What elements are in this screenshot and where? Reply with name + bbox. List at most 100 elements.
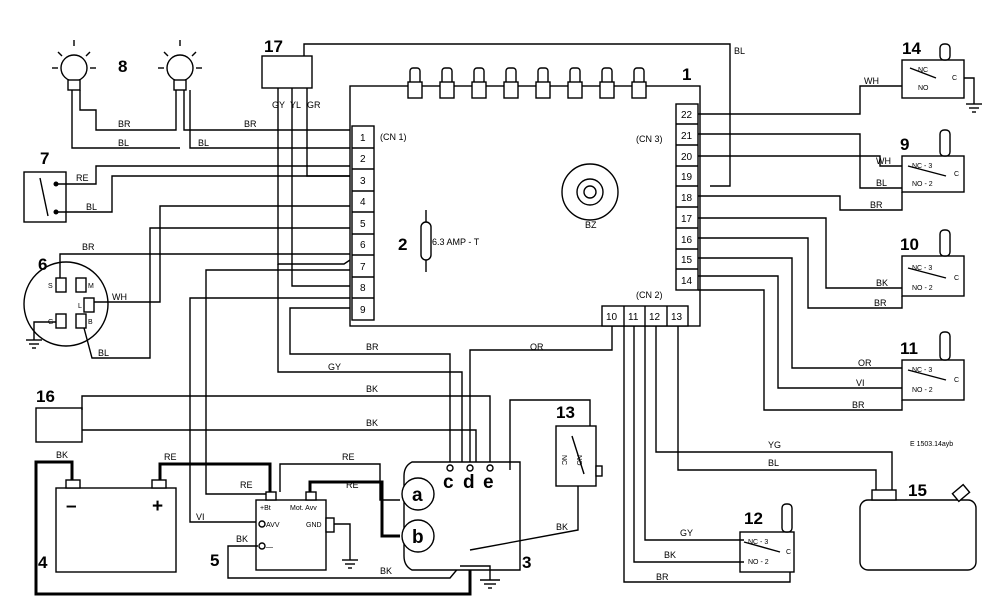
- wire-gy12: GY: [680, 528, 693, 538]
- buzzer: [561, 163, 619, 221]
- terminal-c: c: [443, 472, 454, 493]
- cn2-pin-10: 10: [606, 312, 618, 323]
- wire-bk13: BK: [556, 522, 568, 532]
- solenoid-a: a: [412, 485, 423, 506]
- relay-avv: AVV: [266, 522, 280, 529]
- fuel-tank-15: [859, 483, 977, 571]
- label-4: 4: [38, 553, 48, 572]
- wire-bl-lamp1: BL: [118, 138, 129, 148]
- label-1: 1: [682, 65, 691, 84]
- fuse: [420, 210, 432, 272]
- wire-bk-bat: BK: [56, 450, 68, 460]
- wire-re-b: RE: [346, 480, 359, 490]
- relay-plus-bt: +Bt: [260, 505, 271, 512]
- wire-br9: BR: [870, 200, 883, 210]
- label-6: 6: [38, 255, 47, 274]
- wire-re-a: RE: [342, 452, 355, 462]
- switch-13: NC NO: [555, 425, 603, 487]
- lamp-left: [52, 40, 96, 91]
- sw12-no: NO - 2: [748, 559, 769, 566]
- board-top-fuses: [407, 67, 647, 99]
- switch-11: NC - 3 NO - 2 C: [901, 331, 965, 401]
- sw9-no: NO - 2: [912, 181, 933, 188]
- label-17: 17: [264, 37, 283, 56]
- wire-bl-top: BL: [734, 46, 745, 56]
- wire-yl-17: YL: [290, 100, 301, 110]
- label-9: 9: [900, 135, 909, 154]
- cn1-pin-7: 7: [360, 262, 366, 273]
- label-16: 16: [36, 387, 55, 406]
- wire-br-key: BR: [82, 242, 95, 252]
- label-2: 2: [398, 235, 407, 254]
- key-switch-6: S M L G B: [23, 261, 109, 347]
- sw14-c: C: [952, 75, 957, 82]
- wire-bk-gnd: BK: [380, 566, 392, 576]
- key-s: S: [48, 283, 53, 290]
- wire-br12: BR: [656, 572, 669, 582]
- cn1-pin-1: 1: [360, 133, 366, 144]
- cn2-connector: 10 11 12 13: [601, 305, 689, 327]
- label-7: 7: [40, 149, 49, 168]
- label-11: 11: [900, 339, 918, 358]
- cn3-pin-22: 22: [681, 110, 693, 121]
- sw11-no: NO - 2: [912, 387, 933, 394]
- wire-gy-mid: GY: [328, 362, 341, 372]
- wire-vi-mod: VI: [196, 512, 205, 522]
- switch-10: NC - 3 NO - 2 C: [901, 229, 965, 297]
- wire-br11: BR: [852, 400, 865, 410]
- label-15: 15: [908, 481, 927, 500]
- relay-mot-avv: Mot. Avv: [290, 505, 317, 512]
- relay-dash: —: [266, 544, 273, 551]
- sw13-nc: NC: [560, 455, 567, 465]
- relay-gnd: GND: [306, 522, 322, 529]
- wire-re-sw7: RE: [76, 173, 89, 183]
- wire-bl-sw7: BL: [86, 202, 97, 212]
- wire-re-mod: RE: [240, 480, 253, 490]
- battery-minus: –: [66, 496, 77, 517]
- wire-bl9: BL: [876, 178, 887, 188]
- cn2-pin-12: 12: [649, 312, 661, 323]
- wire-br-cn1: BR: [244, 119, 257, 129]
- wire-vi11: VI: [856, 378, 865, 388]
- label-12: 12: [744, 509, 763, 528]
- wire-wh-key: WH: [112, 292, 127, 302]
- cn3-pin-17: 17: [681, 214, 693, 225]
- switch-9: NC - 3 NO - 2 C: [901, 129, 965, 193]
- wire-bl-lamp2: BL: [198, 138, 209, 148]
- wire-bk12: BK: [664, 550, 676, 560]
- switch-7: [23, 171, 67, 223]
- cn3-pin-20: 20: [681, 152, 693, 163]
- connector-17: [261, 55, 313, 89]
- wire-wh9: WH: [876, 156, 891, 166]
- solenoid-b: b: [412, 527, 424, 548]
- label-10: 10: [900, 235, 919, 254]
- label-3: 3: [522, 553, 531, 572]
- wire-bl15: BL: [768, 458, 779, 468]
- cn1-pin-8: 8: [360, 283, 366, 294]
- key-b: B: [88, 319, 93, 326]
- cn2-pin-13: 13: [671, 312, 683, 323]
- control-board: [349, 85, 701, 327]
- label-8: 8: [118, 57, 127, 76]
- cn1-pin-9: 9: [360, 305, 366, 316]
- wire-bk16b: BK: [366, 418, 378, 428]
- wire-re-bat: RE: [164, 452, 177, 462]
- fuse-rating: 6.3 AMP - T: [432, 237, 480, 247]
- wire-br-mid: BR: [366, 342, 379, 352]
- wire-bk10: BK: [876, 278, 888, 288]
- label-14: 14: [902, 39, 921, 58]
- sw14-no: NO: [918, 85, 929, 92]
- terminal-d: d: [463, 472, 475, 493]
- wire-bk-mod: BK: [236, 534, 248, 544]
- buzzer-label: BZ: [585, 220, 597, 230]
- cn1-pin-3: 3: [360, 176, 366, 187]
- wire-or11: OR: [858, 358, 872, 368]
- sw11-c: C: [954, 377, 959, 384]
- sw10-no: NO - 2: [912, 285, 933, 292]
- cn3-pin-14: 14: [681, 276, 693, 287]
- battery: – +: [55, 479, 177, 573]
- cn3-pin-16: 16: [681, 235, 693, 246]
- wire-br10: BR: [874, 298, 887, 308]
- cn3-label: (CN 3): [636, 134, 663, 144]
